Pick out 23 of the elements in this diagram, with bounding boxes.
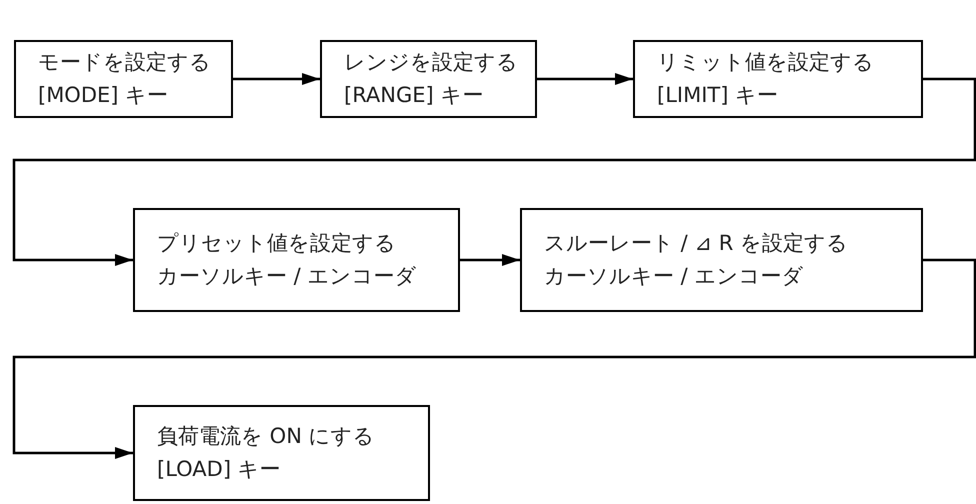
process-box	[133, 208, 460, 312]
step-text: [LIMIT] キー	[657, 82, 780, 109]
process-box	[320, 40, 537, 118]
step-text: スルーレート / ⊿ R を設定する	[544, 230, 849, 258]
step-text: [LOAD] キー	[157, 456, 282, 483]
arrow	[233, 73, 320, 85]
arrow	[460, 254, 520, 266]
process-box	[520, 208, 923, 312]
step-text: [MODE] キー	[38, 82, 170, 109]
step-text: リミット値を設定する	[657, 49, 875, 76]
arrow	[537, 73, 633, 85]
step-text: カーソルキー / エンコーダ	[157, 263, 418, 290]
step-text: プリセット値を設定する	[157, 230, 397, 258]
process-box	[133, 405, 430, 501]
process-box	[633, 40, 923, 118]
step-text: カーソルキー / エンコーダ	[544, 263, 804, 290]
process-box	[14, 40, 233, 118]
arrow	[12, 258, 976, 459]
step-text: レンジを設定する	[344, 49, 519, 76]
arrow	[12, 78, 976, 266]
step-text: 負荷電流を ON にする	[157, 423, 376, 450]
step-text: モードを設定する	[38, 49, 212, 76]
step-text: [RANGE] キー	[344, 82, 484, 109]
